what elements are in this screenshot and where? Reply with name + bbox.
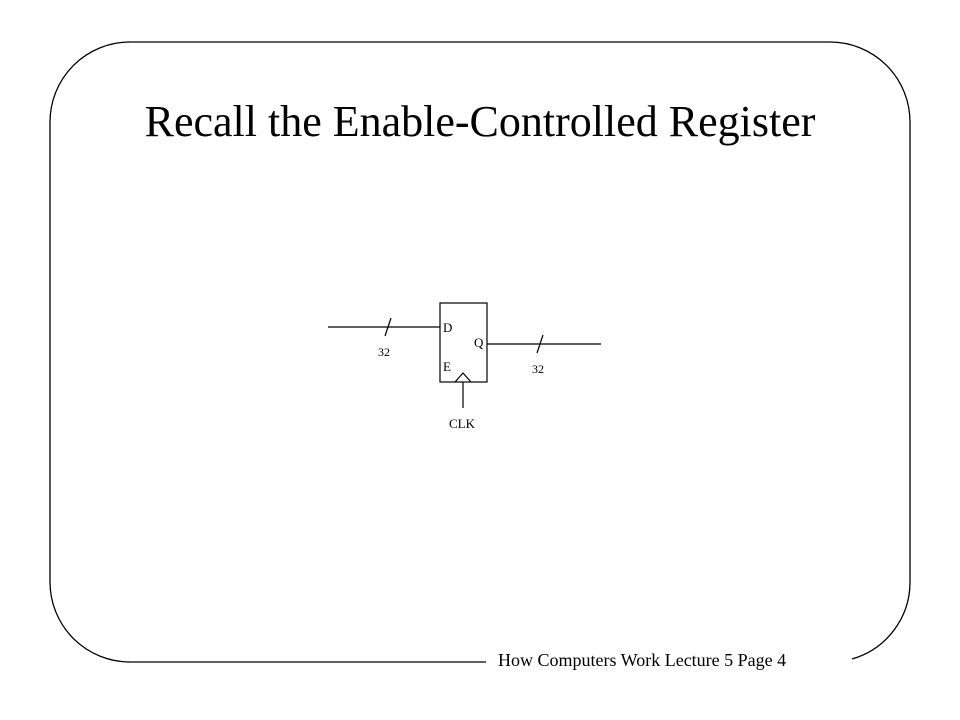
- register-e-label: E: [443, 359, 451, 374]
- slide-title: Recall the Enable-Controlled Register: [144, 97, 816, 146]
- register-q-label: Q: [474, 335, 484, 350]
- slide-footer: How Computers Work Lecture 5 Page 4: [498, 650, 787, 670]
- output-bus-width-label: 32: [532, 362, 544, 376]
- input-bus-slash: [384, 317, 392, 337]
- clock-triangle: [454, 372, 472, 383]
- frame-border: [49, 41, 911, 663]
- output-bus-slash: [536, 334, 544, 354]
- input-bus-width-label: 32: [378, 345, 390, 359]
- register-d-label: D: [443, 320, 452, 335]
- clock-label: CLK: [449, 416, 476, 431]
